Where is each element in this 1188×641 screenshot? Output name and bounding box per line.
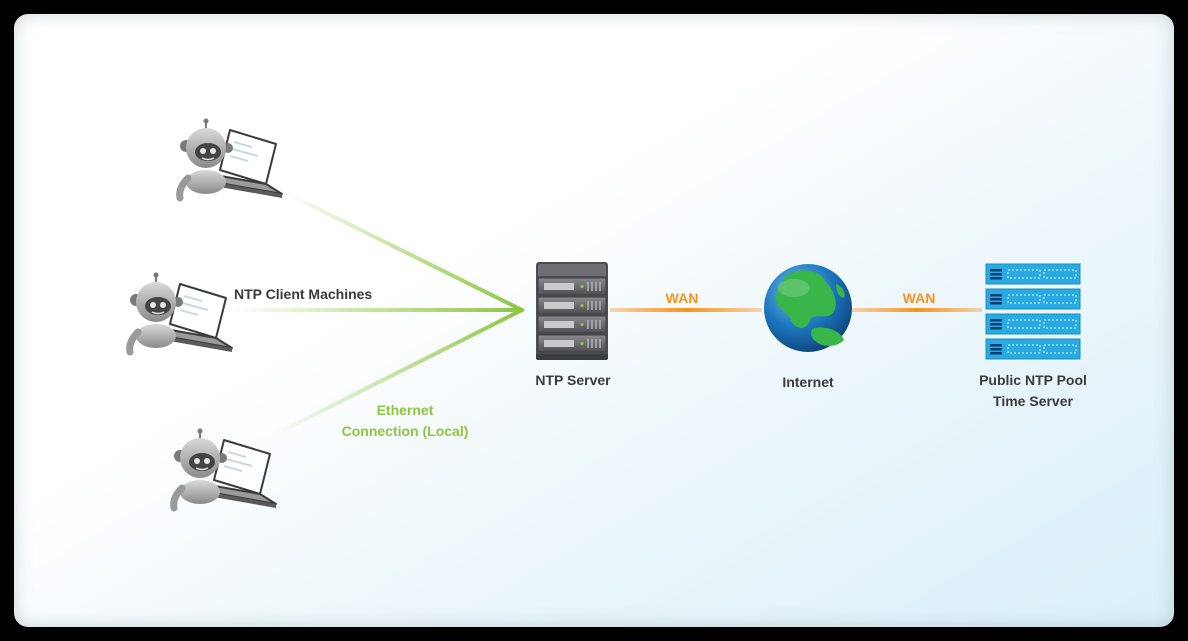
- diagram-canvas: NTP Client Machines Ethernet Connection …: [14, 14, 1174, 627]
- ethernet-link-top: [278, 188, 524, 312]
- client-machine-1-icon: [180, 119, 282, 199]
- ethernet-label-line1: Ethernet: [376, 402, 434, 418]
- ntp-server-label: NTP Server: [535, 372, 611, 388]
- server-rack-icon: [536, 262, 608, 360]
- ethernet-label-line2: Connection (Local): [341, 423, 469, 439]
- blue-server-rack-icon: [985, 263, 1081, 360]
- public-ntp-pool-label: Public NTP Pool Time Server: [979, 370, 1087, 412]
- pool-label-line1: Public NTP Pool: [979, 372, 1087, 388]
- pool-label-line2: Time Server: [993, 393, 1073, 409]
- globe-icon: [764, 264, 852, 352]
- network-diagram: [14, 14, 1081, 627]
- client-machine-3-icon: [174, 429, 276, 509]
- client-machine-2-icon: [130, 273, 232, 353]
- ethernet-connection-label: Ethernet Connection (Local): [342, 400, 469, 442]
- client-machines-label: NTP Client Machines: [234, 286, 373, 302]
- ethernet-link-bottom: [274, 308, 524, 436]
- wan-label-right: WAN: [902, 290, 936, 306]
- internet-label: Internet: [782, 374, 834, 390]
- wan-label-left: WAN: [665, 290, 699, 306]
